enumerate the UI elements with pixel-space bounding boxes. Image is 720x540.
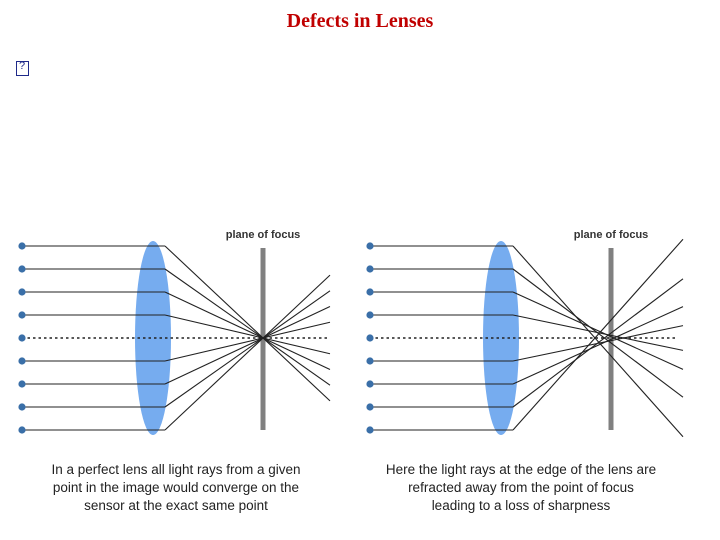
refracted-ray [513,246,683,437]
light-source-dot [366,403,373,410]
light-source-dot [18,242,25,249]
refracted-ray [513,279,683,407]
light-source-dot [366,242,373,249]
refracted-ray [165,246,330,401]
light-source-dot [18,265,25,272]
caption-perfect-lens: In a perfect lens all light rays from a … [26,461,326,515]
caption-line: leading to a loss of sharpness [371,497,671,515]
light-source-dot [18,288,25,295]
light-source-dot [18,311,25,318]
caption-line: sensor at the exact same point [26,497,326,515]
light-source-dot [366,334,373,341]
light-source-dot [18,380,25,387]
light-source-dot [18,403,25,410]
caption-line: refracted away from the point of focus [371,479,671,497]
light-source-dot [18,426,25,433]
refracted-ray [165,322,330,361]
light-source-dot [366,311,373,318]
light-source-dot [18,334,25,341]
light-source-dot [18,357,25,364]
refracted-ray [513,239,683,430]
plane-of-focus-label: plane of focus [574,229,649,241]
light-source-dot [366,265,373,272]
caption-line: Here the light rays at the edge of the l… [371,461,671,479]
caption-aberrated-lens: Here the light rays at the edge of the l… [371,461,671,515]
refracted-ray [165,292,330,369]
refracted-ray [165,269,330,385]
refracted-ray [165,275,330,430]
light-source-dot [366,426,373,433]
refracted-ray [165,307,330,384]
refracted-ray [165,291,330,407]
caption-line: point in the image would converge on the [26,479,326,497]
plane-of-focus-label: plane of focus [226,229,301,241]
caption-line: In a perfect lens all light rays from a … [26,461,326,479]
refracted-ray [165,315,330,354]
light-source-dot [366,380,373,387]
light-source-dot [366,288,373,295]
light-source-dot [366,357,373,364]
